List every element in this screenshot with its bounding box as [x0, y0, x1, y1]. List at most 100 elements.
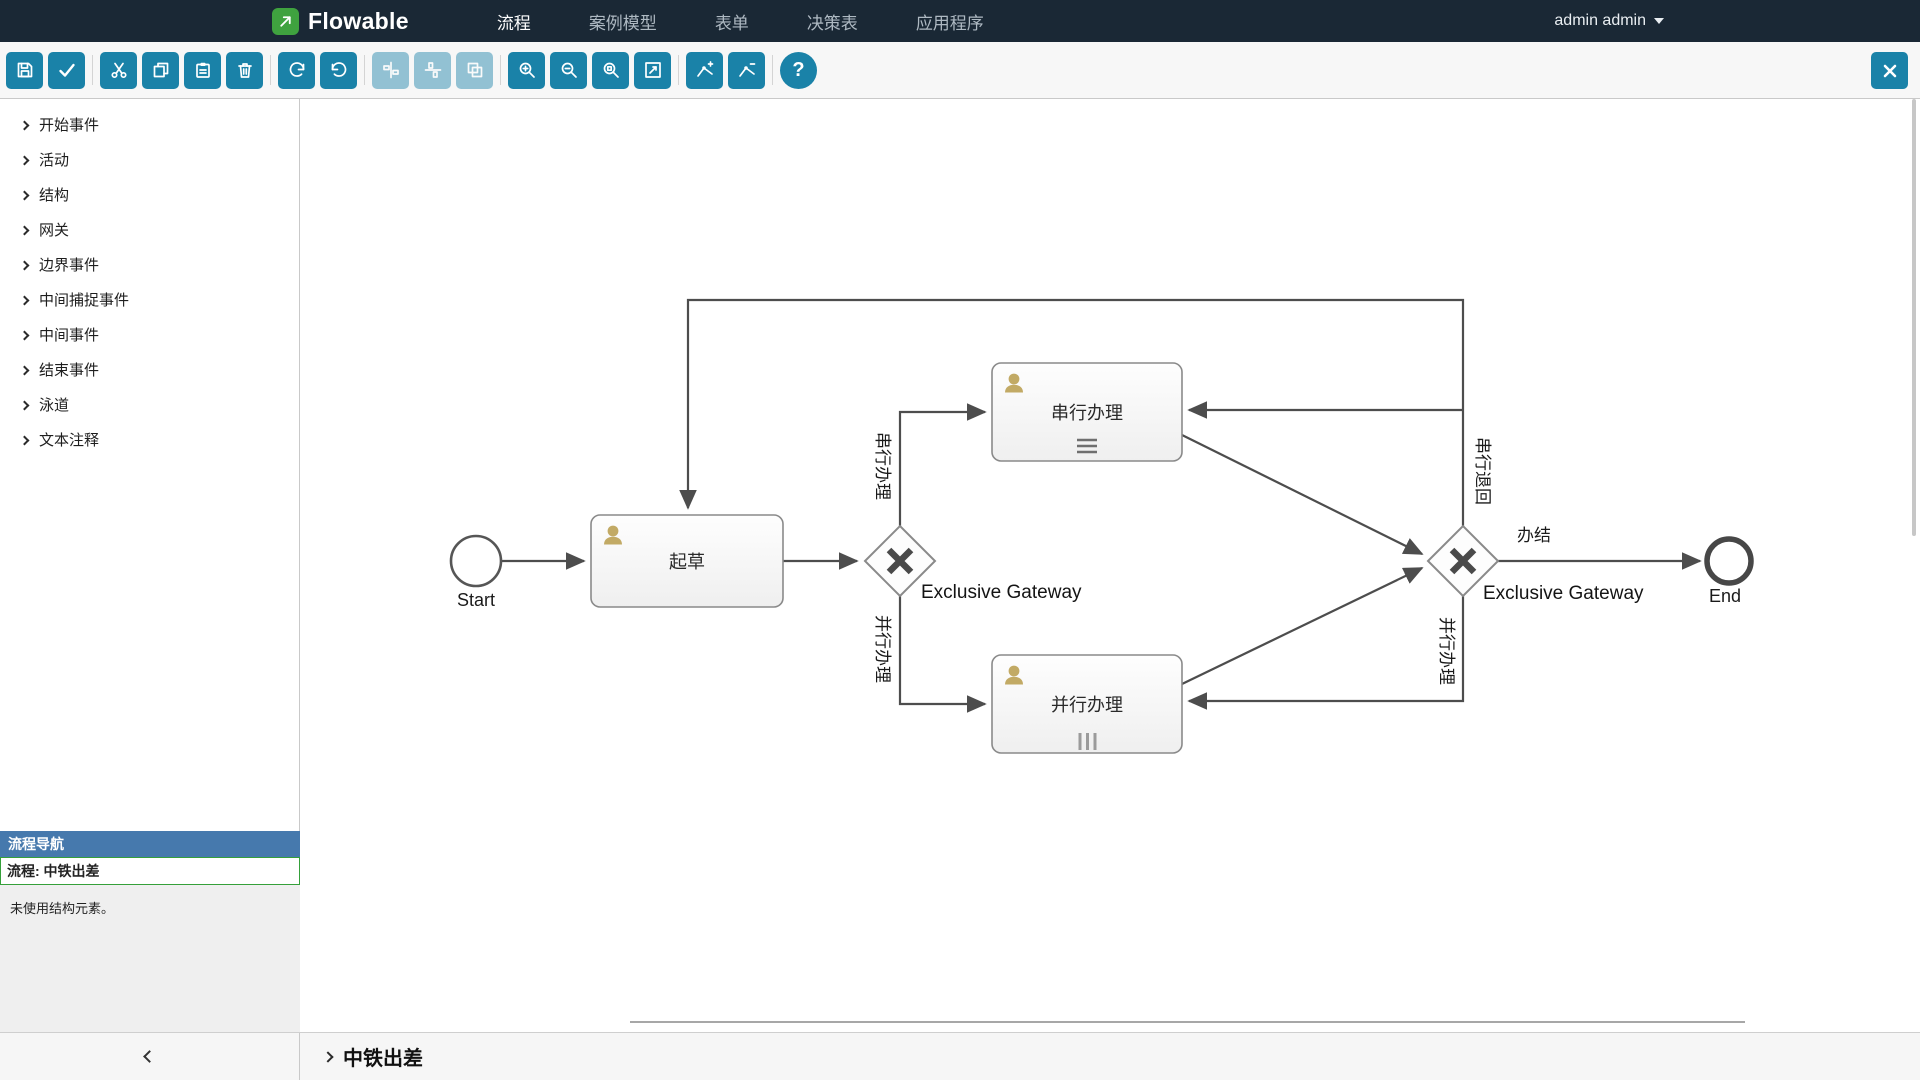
palette-item-label: 活动	[39, 152, 70, 169]
remove-bendpoint-button[interactable]	[728, 51, 765, 89]
user-menu-label: admin admin	[1554, 12, 1646, 29]
add-bendpoint-icon	[696, 61, 713, 77]
nav-item-forms[interactable]: 表单	[714, 13, 749, 33]
process-name[interactable]: 中铁出差	[343, 1048, 423, 1070]
chevron-right-icon	[19, 225, 30, 235]
redo-button[interactable]	[278, 51, 315, 89]
user-task-parallel[interactable]: 并行办理	[991, 654, 1183, 754]
palette-group-start-events[interactable]: 开始事件	[0, 107, 299, 142]
palette-group-gateways[interactable]: 网关	[0, 212, 299, 247]
scissors-icon	[110, 62, 127, 79]
chevron-right-icon	[19, 330, 30, 340]
chevron-right-icon	[19, 400, 30, 410]
flowable-logo[interactable]: Flowable	[272, 7, 409, 35]
top-navbar: Flowable 流程 案例模型 表单 决策表 应用程序 admin admin	[0, 0, 1920, 42]
editor-toolbar: ?	[0, 42, 1920, 99]
process-navigator-current[interactable]: 流程: 中铁出差	[0, 857, 300, 885]
start-event[interactable]: Start	[449, 534, 503, 610]
align-horizontal-button[interactable]	[372, 51, 409, 89]
zoom-fit-button[interactable]	[634, 51, 671, 89]
task-label-serial: 串行办理	[1051, 403, 1123, 423]
help-button[interactable]: ?	[780, 51, 817, 89]
palette-group-intermediate-catching-events[interactable]: 中间捕捉事件	[0, 282, 299, 317]
bottom-bar: 中铁出差	[0, 1032, 1920, 1080]
palette-group-structure[interactable]: 结构	[0, 177, 299, 212]
chevron-right-icon	[19, 120, 30, 130]
cut-button[interactable]	[100, 51, 137, 89]
task-label-parallel: 并行办理	[1051, 695, 1123, 715]
nav-item-case-models[interactable]: 案例模型	[588, 13, 657, 33]
paste-icon	[195, 62, 210, 78]
trash-icon	[237, 63, 252, 78]
palette-item-label: 开始事件	[39, 117, 100, 134]
edge-label-parallel: 并行办理	[873, 615, 892, 683]
same-size-button[interactable]	[456, 51, 493, 89]
remove-bendpoint-icon	[738, 63, 755, 77]
delete-button[interactable]	[226, 51, 263, 89]
palette-group-boundary-events[interactable]: 边界事件	[0, 247, 299, 282]
palette-group-swimlanes[interactable]: 泳道	[0, 387, 299, 422]
zoom-actual-button[interactable]	[592, 51, 629, 89]
chevron-right-icon	[19, 295, 30, 305]
palette-group-activities[interactable]: 活动	[0, 142, 299, 177]
chevron-right-icon	[322, 1050, 334, 1063]
user-task-serial[interactable]: 串行办理	[991, 362, 1183, 462]
undo-button[interactable]	[320, 51, 357, 89]
align-vertical-icon	[424, 62, 441, 78]
flow-gateway1-to-parallel[interactable]	[898, 596, 987, 713]
nav-item-apps[interactable]: 应用程序	[915, 13, 984, 33]
process-navigator-header: 流程导航	[0, 831, 300, 857]
align-vertical-button[interactable]	[414, 51, 451, 89]
gateway2-label: Exclusive Gateway	[1483, 583, 1644, 604]
shape-palette: 开始事件 活动 结构 网关 边界事件 中间捕捉事件 中间事件 结束事件	[0, 99, 299, 457]
gateway-x-icon	[886, 547, 914, 575]
process-navigator-panel: 流程导航 流程: 中铁出差 未使用结构元素。	[0, 831, 300, 1032]
exclusive-gateway-2[interactable]: Exclusive Gateway	[1426, 524, 1644, 604]
chevron-right-icon	[19, 155, 30, 165]
bpmn-canvas[interactable]: 串行办理 并行办理 串行退回 并行办理 办结 Start 起草	[301, 99, 1920, 1032]
nav-item-decision-tables[interactable]: 决策表	[806, 13, 858, 33]
shape-palette-sidebar: 开始事件 活动 结构 网关 边界事件 中间捕捉事件 中间事件 结束事件	[0, 99, 300, 1032]
align-horizontal-icon	[382, 61, 399, 79]
save-button[interactable]	[6, 51, 43, 89]
flow-gateway2-back-to-draft[interactable]	[679, 298, 1465, 526]
palette-group-end-events[interactable]: 结束事件	[0, 352, 299, 387]
caret-down-icon	[1654, 18, 1664, 24]
sequential-multi-instance-icon	[1077, 438, 1097, 454]
undo-icon	[331, 62, 346, 77]
validate-button[interactable]	[48, 51, 85, 89]
chevron-right-icon	[19, 435, 30, 445]
exclusive-gateway-1[interactable]: Exclusive Gateway	[863, 524, 1082, 603]
user-task-draft[interactable]: 起草	[590, 514, 784, 608]
sidebar-collapse-button[interactable]	[0, 1033, 300, 1080]
zoom-in-button[interactable]	[508, 51, 545, 89]
copy-button[interactable]	[142, 51, 179, 89]
start-event-label: Start	[457, 590, 495, 610]
check-icon	[58, 63, 75, 77]
flow-gateway2-back-to-parallel[interactable]	[1187, 596, 1465, 710]
palette-item-label: 结构	[39, 187, 70, 204]
copy-icon	[153, 62, 168, 78]
process-navigator-note: 未使用结构元素。	[10, 901, 115, 916]
palette-item-label: 中间事件	[39, 327, 100, 344]
vertical-scrollbar-thumb[interactable]	[1912, 99, 1916, 536]
chevron-right-icon	[19, 365, 30, 375]
palette-item-label: 边界事件	[39, 257, 100, 274]
chevron-right-icon	[19, 190, 30, 200]
paste-button[interactable]	[184, 51, 221, 89]
flow-serial-to-gateway2[interactable]	[1181, 434, 1424, 555]
main-nav: 流程 案例模型 表单 决策表 应用程序	[497, 9, 984, 34]
close-editor-button[interactable]	[1871, 52, 1908, 89]
add-bendpoint-button[interactable]	[686, 51, 723, 89]
palette-group-intermediate-events[interactable]: 中间事件	[0, 317, 299, 352]
user-menu[interactable]: admin admin	[1554, 12, 1664, 30]
gateway1-label: Exclusive Gateway	[921, 582, 1082, 603]
palette-group-text-annotation[interactable]: 文本注释	[0, 422, 299, 457]
nav-item-processes[interactable]: 流程	[496, 13, 531, 33]
end-event-label: End	[1709, 586, 1741, 606]
end-event[interactable]: End	[1704, 536, 1754, 606]
edge-label-serial: 串行办理	[873, 432, 892, 500]
zoom-out-button[interactable]	[550, 51, 587, 89]
flow-gateway1-to-serial[interactable]	[898, 403, 987, 526]
flow-parallel-to-gateway2[interactable]	[1181, 567, 1424, 685]
